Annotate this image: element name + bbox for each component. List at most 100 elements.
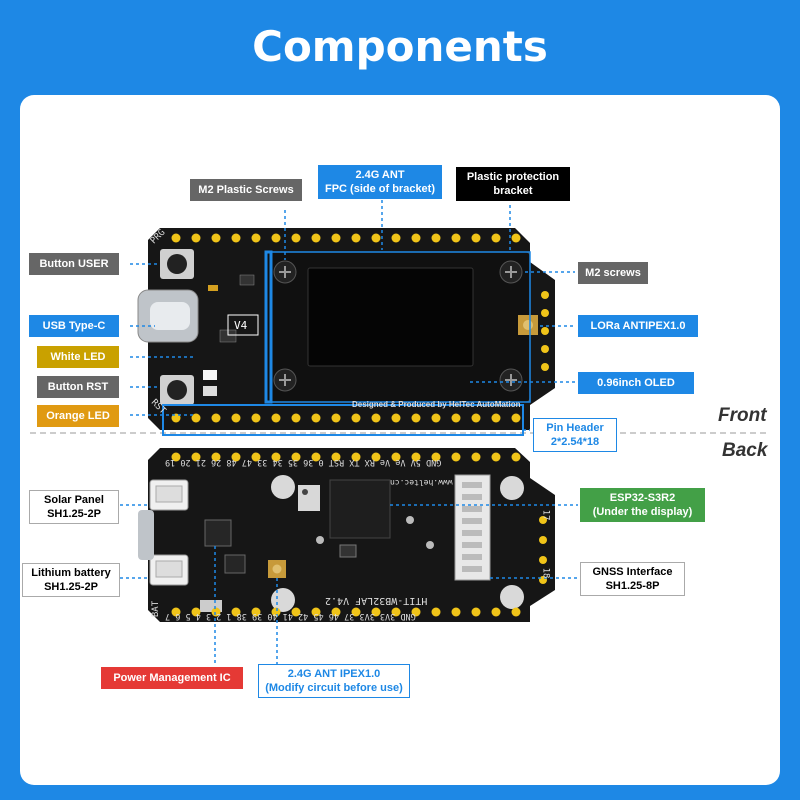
gnss-pin: [462, 554, 482, 560]
front-side-label: Front: [718, 405, 767, 426]
mount-hole-3: [271, 588, 295, 612]
pin-pad: [391, 607, 401, 617]
pin-pad: [541, 291, 549, 299]
pin-pad: [331, 452, 341, 462]
pin-pad: [191, 452, 201, 462]
label-m2-screws: M2 screws: [578, 262, 648, 284]
pin-pad: [171, 233, 181, 243]
pin-pad: [351, 233, 361, 243]
pin-pad: [211, 413, 221, 423]
pin-pad: [311, 233, 321, 243]
silk-designed: Designed & Produced by HelTec AutoMation: [352, 400, 521, 409]
back-top-pin-pads: [171, 452, 521, 462]
label-battery-line2: SH1.25-2P: [44, 581, 98, 593]
pin-pad: [539, 556, 547, 564]
pin-pad: [251, 233, 261, 243]
pin-pad: [391, 452, 401, 462]
gnss-connector: [454, 474, 491, 581]
pin-pad: [211, 233, 221, 243]
label-esp32: ESP32-S3R2 (Under the display): [580, 488, 705, 522]
pin-pad: [351, 452, 361, 462]
pin-pad: [539, 536, 547, 544]
gnss-pin: [462, 566, 482, 572]
label-plastic-bracket-line2: bracket: [493, 185, 533, 197]
pin-pad: [391, 413, 401, 423]
pin-pad: [311, 413, 321, 423]
label-button-rst: Button RST: [37, 376, 119, 398]
pin-pad: [471, 607, 481, 617]
pin-pad: [371, 607, 381, 617]
label-button-user: Button USER: [29, 253, 119, 275]
pin-pad: [291, 607, 301, 617]
pin-pad: [311, 607, 321, 617]
pin-pad: [231, 452, 241, 462]
silk-v4: V4: [234, 319, 248, 332]
silk-pin18: 18: [540, 567, 551, 579]
mount-hole-4: [500, 585, 524, 609]
label-ant-fpc-line1: 2.4G ANT: [355, 169, 405, 181]
pin-pad: [431, 233, 441, 243]
pin-pad: [271, 413, 281, 423]
pin-pad: [211, 607, 221, 617]
label-ant-ipex: 2.4G ANT IPEX1.0 (Modify circuit before …: [258, 664, 410, 698]
pin-pad: [451, 233, 461, 243]
gnss-pin: [462, 482, 482, 488]
bracket-highlight: [265, 251, 531, 403]
label-esp32-line1: ESP32-S3R2: [609, 492, 676, 504]
pin-pad: [291, 233, 301, 243]
pin-pad: [191, 607, 201, 617]
back-side-label: Back: [722, 440, 768, 461]
label-pmic: Power Management IC: [101, 667, 243, 689]
label-solar-line1: Solar Panel: [44, 494, 104, 506]
pin-pad: [541, 345, 549, 353]
label-solar-line2: SH1.25-2P: [47, 508, 101, 520]
label-solar-panel: Solar Panel SH1.25-2P: [29, 490, 119, 524]
pin-pad: [541, 309, 549, 317]
pin-pad: [471, 233, 481, 243]
label-oled: 0.96inch OLED: [578, 372, 694, 394]
gnss-pin: [462, 506, 482, 512]
silk-bat: BAT: [151, 600, 162, 618]
label-lora-antipex: LORa ANTIPEX1.0: [578, 315, 698, 337]
pin-pad: [471, 413, 481, 423]
label-ant-ipex-line1: 2.4G ANT IPEX1.0: [287, 668, 381, 680]
pin-pad: [541, 363, 549, 371]
front-top-pin-pads: [171, 233, 521, 243]
front-right-pads: [541, 291, 549, 371]
label-pin-header: Pin Header 2*2.54*18: [533, 418, 617, 452]
pin-pad: [251, 413, 261, 423]
label-gnss-line2: SH1.25-8P: [605, 580, 660, 592]
label-orange-led: Orange LED: [37, 405, 119, 427]
pin-pad: [539, 516, 547, 524]
label-pin-header-line2: 2*2.54*18: [550, 436, 600, 448]
label-lithium-battery: Lithium battery SH1.25-2P: [22, 563, 120, 597]
pin-pad: [191, 413, 201, 423]
pin-pad: [371, 413, 381, 423]
pin-pad: [271, 607, 281, 617]
label-plastic-bracket: Plastic protection bracket: [456, 167, 570, 201]
label-usb-type-c: USB Type-C: [29, 315, 119, 337]
silk-pin17: 17: [540, 509, 551, 521]
pin-pad: [431, 607, 441, 617]
pin-pad: [391, 233, 401, 243]
pin-pad: [231, 413, 241, 423]
front-bottom-pin-pads: [171, 413, 521, 423]
label-plastic-bracket-line1: Plastic protection: [466, 171, 560, 183]
pin-pad: [291, 452, 301, 462]
silk-front-pins: GND 5V Ve Ve RX TX RST 0 36 35 34 33 47 …: [165, 457, 442, 467]
label-ant-fpc-line2: FPC (side of bracket): [324, 183, 436, 195]
gnss-pin: [462, 518, 482, 524]
pin-pad: [491, 233, 501, 243]
silk-model: HTIT-WB32LAF V4.2: [325, 595, 428, 606]
pin-pad: [451, 413, 461, 423]
pin-pad: [511, 452, 521, 462]
pin-pad: [271, 452, 281, 462]
mount-hole-1: [271, 475, 295, 499]
silk-website: www.heltec.cn: [390, 478, 453, 487]
pin-pad: [491, 413, 501, 423]
pin-pad: [311, 452, 321, 462]
pin-pad: [411, 452, 421, 462]
pin-pad: [511, 413, 521, 423]
oled-screen: [307, 267, 474, 367]
pmic-chip: [204, 519, 232, 547]
